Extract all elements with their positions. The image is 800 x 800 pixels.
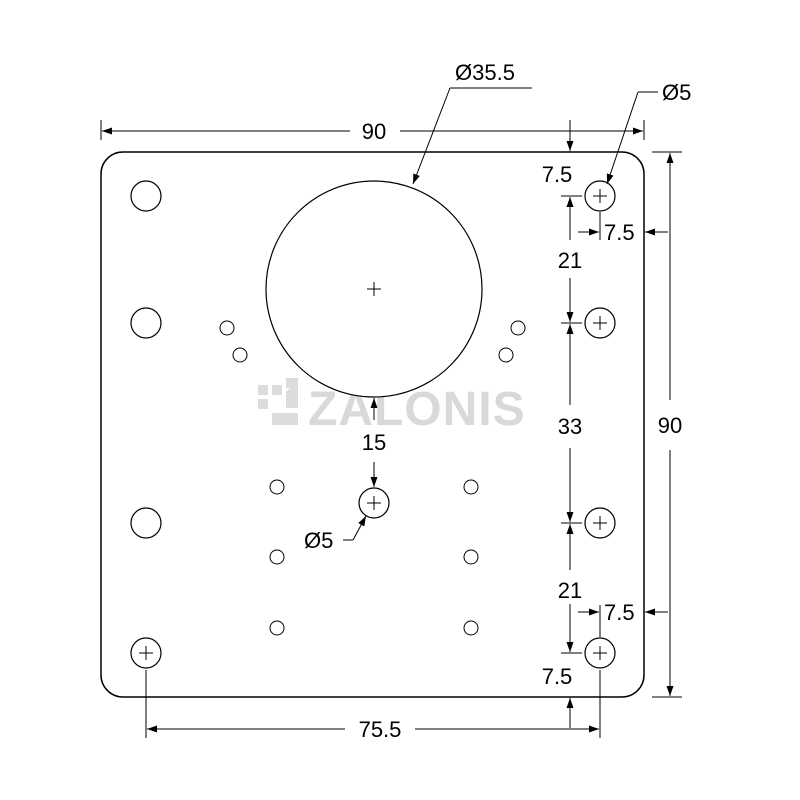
hole-to-center-label: 15 (362, 430, 386, 455)
dimension-hole-to-center: 15 (362, 398, 386, 487)
dimension-large-hole-diameter: Ø35.5 (412, 60, 532, 185)
overall-height-label: 90 (658, 413, 682, 438)
right-hole-3 (584, 507, 616, 539)
spacing-upper-label: 21 (558, 248, 582, 273)
bottom-left-hole (130, 637, 162, 669)
overall-width-label: 90 (362, 119, 386, 144)
large-hole (265, 180, 483, 398)
corner-hole-diameter-label: Ø5 (662, 80, 691, 105)
dimension-right-offset-top: 7.5 (578, 212, 668, 245)
top-offset-label: 7.5 (542, 162, 573, 187)
large-hole-diameter-label: Ø35.5 (455, 60, 515, 85)
right-offset-bottom-label: 7.5 (604, 600, 635, 625)
plate-outline (100, 151, 645, 698)
bottom-span-label: 75.5 (359, 717, 402, 742)
center-hole (358, 487, 390, 519)
dimension-bottom-span: 75.5 (145, 670, 601, 742)
spacing-middle-label: 33 (558, 414, 582, 439)
right-holes (584, 180, 616, 669)
dimension-right-chain: 7.5 21 33 21 7.5 (542, 120, 582, 728)
center-hole-diameter-label: Ø5 (304, 528, 333, 553)
left-holes (130, 180, 162, 669)
small-holes (219, 320, 526, 636)
dimension-overall-height: 90 (652, 151, 682, 698)
dimension-center-hole-diameter: Ø5 (304, 515, 367, 553)
right-hole-4 (584, 637, 616, 669)
dimension-corner-hole-diameter: Ø5 (606, 80, 691, 185)
dimension-right-offset-bottom: 7.5 (578, 600, 668, 637)
right-offset-top-label: 7.5 (604, 220, 635, 245)
bottom-offset-label: 7.5 (542, 664, 573, 689)
right-hole-2 (584, 307, 616, 339)
spacing-lower-label: 21 (558, 578, 582, 603)
watermark-logo-icon (258, 378, 298, 425)
dimension-overall-width: 90 (100, 119, 645, 144)
right-hole-1 (584, 180, 616, 212)
